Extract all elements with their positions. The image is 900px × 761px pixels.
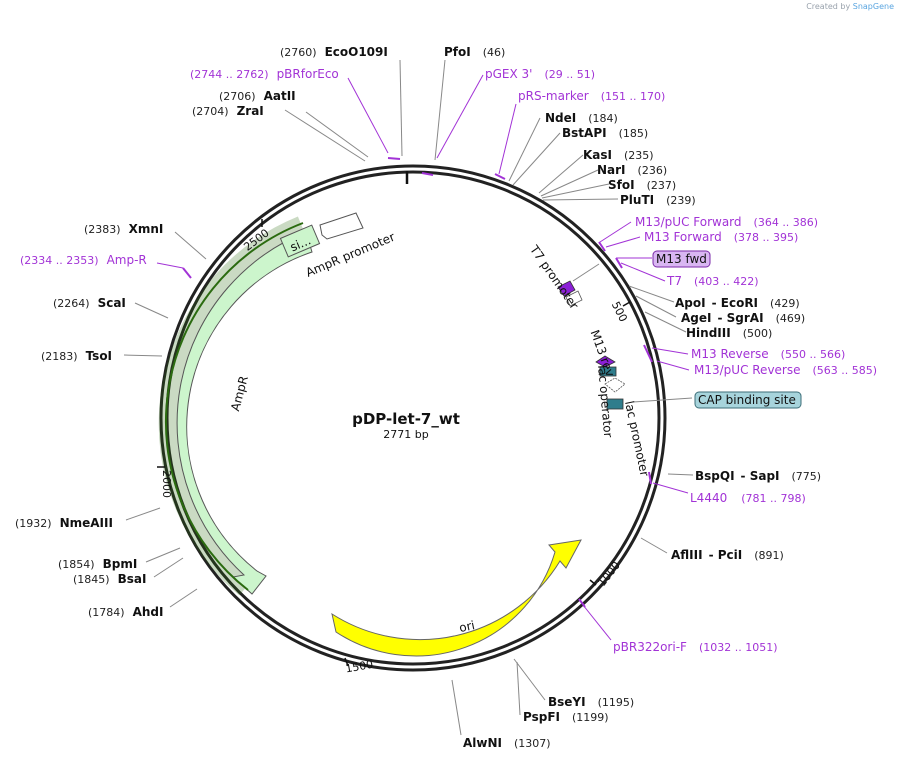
primer-m13-reverse[interactable]: M13 Reverse(550 .. 566) <box>691 347 845 361</box>
tick-2000: 2000 <box>160 470 173 498</box>
primer-labels: (2744 .. 2762)pBRforEco pGEX 3'(29 .. 51… <box>20 67 877 654</box>
lac-elements-glyph[interactable] <box>595 355 626 410</box>
primer-t7[interactable]: T7(403 .. 422) <box>666 274 759 288</box>
site-ndei[interactable]: NdeI(184) <box>545 111 618 125</box>
site-nmeaiii[interactable]: (1932)NmeAIII <box>15 516 113 530</box>
primer-prs-marker[interactable]: pRS-marker(151 .. 170) <box>518 89 665 103</box>
site-labels: (2760)EcoO109I PfoI(46) (2706)AatII (270… <box>15 45 821 750</box>
primer-m13puc-reverse[interactable]: M13/pUC Reverse(563 .. 585) <box>694 363 877 377</box>
m13-fwd-label: M13 fwd <box>656 252 707 266</box>
t7-promoter-glyph[interactable] <box>557 280 583 307</box>
cap-binding-site-badge[interactable]: CAP binding site <box>694 391 802 409</box>
site-bseyi[interactable]: BseYI(1195) <box>548 695 634 709</box>
site-tsoi[interactable]: (2183)TsoI <box>41 349 112 363</box>
primer-pgex3[interactable]: pGEX 3'(29 .. 51) <box>485 67 595 81</box>
cap-binding-site-label: CAP binding site <box>698 393 796 407</box>
signal-sequence-block[interactable] <box>279 224 321 258</box>
ampr-promoter-arrow[interactable] <box>319 212 364 240</box>
ampr-label: AmpR <box>228 374 251 412</box>
plasmid-length: 2771 bp <box>383 428 428 441</box>
site-apoi-ecori[interactable]: ApoI- EcoRI(429) <box>675 296 800 310</box>
plasmid-name: pDP-let-7_wt <box>352 410 460 428</box>
ori-label: ori <box>458 618 476 635</box>
lac-promoter-label: lac promoter <box>622 400 652 478</box>
site-pluti[interactable]: PluTI(239) <box>620 193 696 207</box>
ori-feature[interactable] <box>331 539 582 657</box>
site-bstapi[interactable]: BstAPI(185) <box>562 126 648 140</box>
site-nari[interactable]: NarI(236) <box>597 163 667 177</box>
site-alwni[interactable]: AlwNI(1307) <box>463 736 551 750</box>
site-hindiii[interactable]: HindIII(500) <box>686 326 772 340</box>
site-pspfi[interactable]: PspFI(1199) <box>523 710 609 724</box>
primer-m13puc-forward[interactable]: M13/pUC Forward(364 .. 386) <box>635 215 818 229</box>
t7-promoter-label: T7 promoter <box>526 242 581 312</box>
site-ahdi[interactable]: (1784)AhdI <box>88 605 163 619</box>
primer-m13-forward[interactable]: M13 Forward(378 .. 395) <box>644 230 798 244</box>
site-zrai[interactable]: (2704)ZraI <box>192 104 264 118</box>
site-leader-lines <box>123 59 694 736</box>
site-ecoo109i[interactable]: (2760)EcoO109I <box>280 45 388 59</box>
lac-operator-label: lac operator <box>595 364 615 438</box>
primer-leader-lines <box>156 74 690 641</box>
site-agei-sgrai[interactable]: AgeI- SgrAI(469) <box>681 311 805 325</box>
m13-fwd-badge[interactable]: M13 fwd <box>652 250 711 268</box>
primer-marks <box>182 157 653 608</box>
site-aatii[interactable]: (2706)AatII <box>219 89 296 103</box>
site-scai[interactable]: (2264)ScaI <box>53 296 126 310</box>
site-xmni[interactable]: (2383)XmnI <box>84 222 163 236</box>
primer-l4440[interactable]: L4440(781 .. 798) <box>690 491 806 505</box>
site-sfoi[interactable]: SfoI(237) <box>608 178 676 192</box>
primer-pbrforeco[interactable]: (2744 .. 2762)pBRforEco <box>190 67 339 81</box>
site-bspqi-sapi[interactable]: BspQI- SapI(775) <box>695 469 821 483</box>
site-kasi[interactable]: KasI(235) <box>583 148 654 162</box>
site-pfoi[interactable]: PfoI(46) <box>444 45 505 59</box>
site-bpmi[interactable]: (1854)BpmI <box>58 557 137 571</box>
ampr-promoter-label: AmpR promoter <box>304 230 397 280</box>
snapgene-credit: Created by SnapGene <box>806 2 894 11</box>
primer-amp-r[interactable]: (2334 .. 2353)Amp-R <box>20 253 147 267</box>
credit-brand: SnapGene <box>852 2 894 11</box>
tick-1500: 1500 <box>344 658 374 676</box>
ampr-feature[interactable] <box>158 216 321 596</box>
primer-pbr322ori-f[interactable]: pBR322ori-F(1032 .. 1051) <box>613 640 778 654</box>
site-afliii-pcii[interactable]: AflIII- PciI(891) <box>671 548 784 562</box>
plasmid-backbone <box>159 164 667 672</box>
credit-prefix: Created by <box>806 2 851 11</box>
site-bsai[interactable]: (1845)BsaI <box>73 572 146 586</box>
